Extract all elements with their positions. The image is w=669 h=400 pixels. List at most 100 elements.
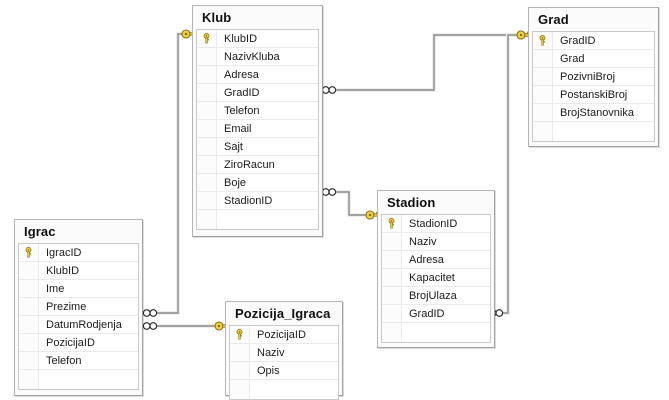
relationship-igrac-klubid-to-klub[interactable] <box>142 29 196 317</box>
column-row[interactable]: DatumRodjenja <box>19 316 138 334</box>
primary-key-gutter <box>230 326 250 343</box>
column-row[interactable]: Boje <box>197 174 318 192</box>
row-gutter <box>382 287 402 304</box>
connector-casing <box>330 33 521 92</box>
column-name: PozicijaID <box>46 336 95 349</box>
column-row[interactable]: StadionID <box>197 192 318 210</box>
row-gutter <box>19 280 39 297</box>
key-icon <box>25 247 32 258</box>
column-row[interactable]: BrojUlaza <box>382 287 490 305</box>
empty-row[interactable] <box>533 122 654 141</box>
column-row[interactable]: ZiroRacun <box>197 156 318 174</box>
row-gutter <box>197 48 217 65</box>
column-row[interactable]: NazivKluba <box>197 48 318 66</box>
column-row[interactable]: Grad <box>533 50 654 68</box>
column-row[interactable]: Opis <box>230 362 338 380</box>
column-row[interactable]: Ime <box>19 280 138 298</box>
column-name: DatumRodjenja <box>46 318 122 331</box>
primary-key-gutter <box>197 30 217 47</box>
row-gutter <box>197 192 217 209</box>
empty-row[interactable] <box>230 380 338 399</box>
one-endpoint-key-icon <box>365 210 380 220</box>
column-name: Adresa <box>224 68 259 81</box>
column-row[interactable]: Kapacitet <box>382 269 490 287</box>
relationship-stadion-gradid-to-grad[interactable] <box>488 30 531 317</box>
column-name: Opis <box>257 364 280 377</box>
column-row[interactable]: StadionID <box>382 215 490 233</box>
column-row[interactable]: IgracID <box>19 244 138 262</box>
table-title: Grad <box>538 12 569 27</box>
column-row[interactable]: PostanskiBroj <box>533 86 654 104</box>
row-gutter <box>533 50 553 67</box>
column-row[interactable]: Adresa <box>197 66 318 84</box>
table-title: Klub <box>202 10 232 25</box>
column-row[interactable]: Naziv <box>230 344 338 362</box>
many-endpoint-infinity-icon <box>142 322 158 330</box>
relationship-klub-gradid-to-grad[interactable] <box>321 30 531 94</box>
many-endpoint-infinity-icon <box>321 86 337 94</box>
row-gutter <box>533 104 553 121</box>
column-name: KlubID <box>224 32 258 45</box>
column-row[interactable]: BrojStanovnika <box>533 104 654 122</box>
empty-row[interactable] <box>197 210 318 229</box>
column-row[interactable]: Prezime <box>19 298 138 316</box>
row-gutter <box>197 66 217 83</box>
column-row[interactable]: Adresa <box>382 251 490 269</box>
column-row[interactable]: GradID <box>197 84 318 102</box>
empty-row[interactable] <box>382 323 490 342</box>
column-row[interactable]: GradID <box>533 32 654 50</box>
column-row[interactable]: PozicijaID <box>230 326 338 344</box>
column-name: Naziv <box>257 346 285 359</box>
connector-line <box>330 34 521 91</box>
primary-key-gutter <box>533 32 553 49</box>
row-gutter <box>533 122 553 141</box>
key-icon <box>236 329 243 340</box>
column-row[interactable]: GradID <box>382 305 490 323</box>
row-gutter <box>197 120 217 137</box>
column-row[interactable]: Sajt <box>197 138 318 156</box>
column-row[interactable]: KlubID <box>197 30 318 48</box>
column-row[interactable]: Telefon <box>19 352 138 370</box>
relationship-klub-stadionid-to-stadion[interactable] <box>321 188 380 220</box>
column-name: IgracID <box>46 246 82 259</box>
column-row[interactable]: KlubID <box>19 262 138 280</box>
row-gutter <box>19 316 39 333</box>
column-name: Kapacitet <box>409 271 455 284</box>
column-name: PozivniBroj <box>560 70 616 83</box>
row-gutter <box>382 305 402 322</box>
column-name: PostanskiBroj <box>560 88 628 101</box>
column-name: Adresa <box>409 253 444 266</box>
row-gutter <box>230 344 250 361</box>
column-name: Naziv <box>409 235 437 248</box>
column-row[interactable]: PozicijaID <box>19 334 138 352</box>
empty-row[interactable] <box>19 370 138 389</box>
column-name: Email <box>224 122 252 135</box>
column-row[interactable]: PozivniBroj <box>533 68 654 86</box>
row-gutter <box>382 269 402 286</box>
row-gutter <box>382 233 402 250</box>
many-endpoint-infinity-icon <box>142 309 158 317</box>
column-name: GradID <box>560 34 596 47</box>
column-name: NazivKluba <box>224 50 280 63</box>
column-name: PozicijaID <box>257 328 306 341</box>
connector-line <box>500 34 521 314</box>
column-name: BrojStanovnika <box>560 106 634 119</box>
column-name: KlubID <box>46 264 80 277</box>
column-row[interactable]: Telefon <box>197 102 318 120</box>
column-row[interactable]: Naziv <box>382 233 490 251</box>
row-gutter <box>19 370 39 389</box>
relationship-igrac-pozicijaid-to-pozicija-igraca[interactable] <box>142 321 229 331</box>
row-gutter <box>230 380 250 399</box>
column-row[interactable]: Email <box>197 120 318 138</box>
